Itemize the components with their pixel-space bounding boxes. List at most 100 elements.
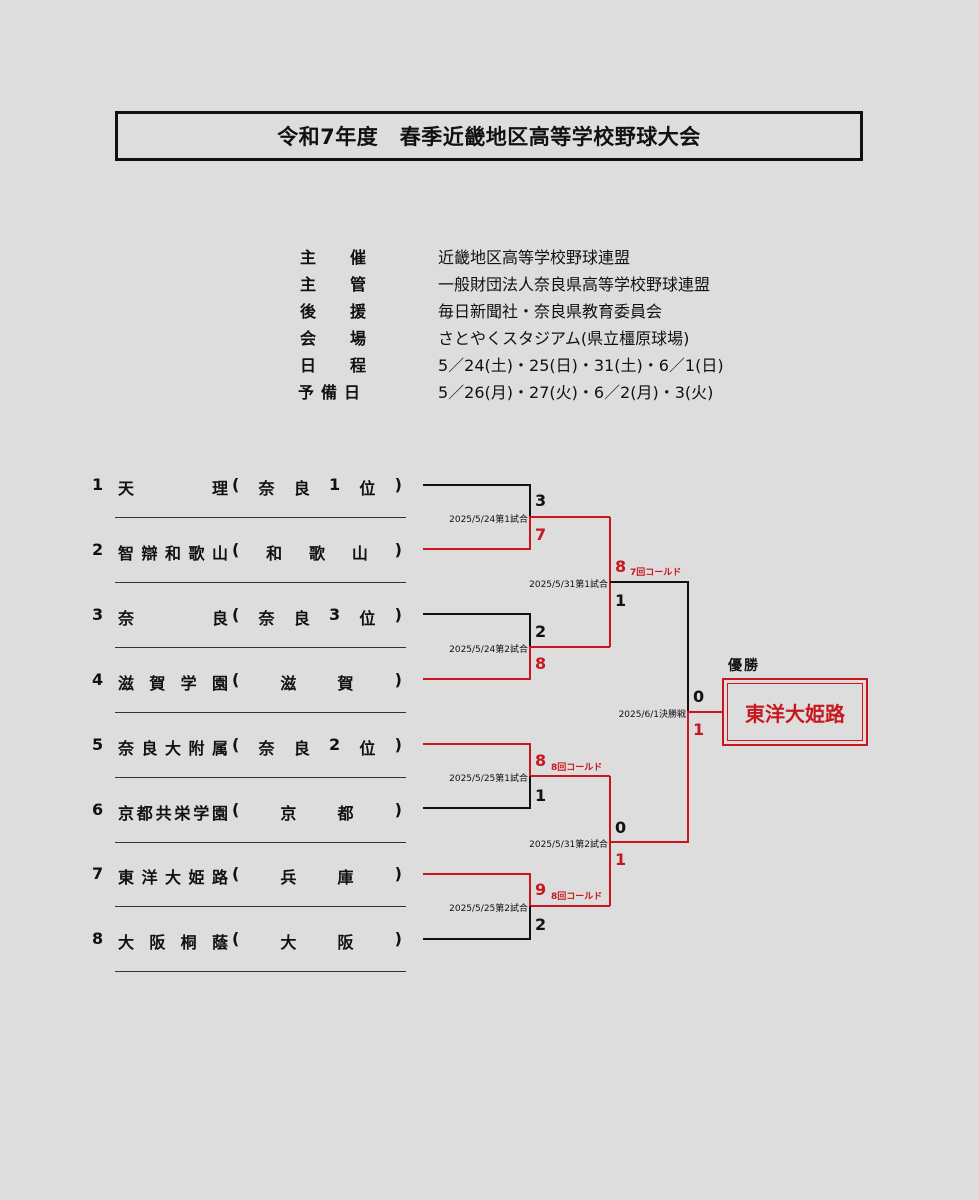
score-m1-top: 3	[535, 491, 547, 510]
team-prefecture: ( 和 歌 山)	[232, 540, 402, 564]
info-label-char: 日	[343, 383, 360, 402]
team-pref-char: (	[232, 475, 240, 494]
score-sf1-bottom: 1	[615, 591, 627, 610]
team-seed: 2	[92, 539, 104, 559]
team-prefecture: (滋賀)	[232, 670, 402, 694]
team-pref-char: )	[394, 475, 402, 494]
team-name-char: 洋	[141, 868, 158, 888]
team-name-char: 蔭	[211, 933, 228, 953]
score-final-top: 0	[693, 687, 705, 706]
team-name-char: 園	[211, 803, 228, 823]
note-m4: 8回コールド	[551, 892, 603, 902]
team-pref-char: 大	[280, 933, 297, 953]
team-name: 奈良	[118, 605, 228, 629]
line-team3	[423, 613, 531, 647]
team-name-char: 天	[118, 479, 135, 498]
team-name-char: 大	[164, 738, 181, 758]
team-name-char: 和	[164, 543, 181, 563]
score-m3-bottom: 1	[535, 786, 547, 805]
team-pref-char: 都	[337, 803, 354, 823]
team-underline	[115, 776, 406, 778]
line-team1	[423, 484, 531, 517]
info-row: 後援毎日新聞社・奈良県教育委員会	[290, 298, 790, 324]
team-pref-char: (	[232, 539, 240, 559]
team-pref-char: 奈	[258, 738, 275, 758]
info-value: 5／24(土)・25(日)・31(土)・6／1(日)	[438, 356, 724, 375]
match-label-m2: 2025/5/24第2試合	[449, 645, 528, 655]
info-value: 5／26(月)・27(火)・6／2(月)・3(火)	[438, 383, 714, 402]
team-pref-char: (	[232, 604, 240, 624]
team-seed: 4	[92, 669, 104, 689]
team-seed: 3	[92, 604, 104, 624]
team-name-char: 辯	[141, 543, 158, 563]
team-pref-char: 庫	[337, 868, 354, 888]
match-label-m4: 2025/5/25第2試合	[449, 904, 528, 914]
match-label-m3: 2025/5/25第1試合	[449, 774, 528, 784]
team-pref-char: 良	[293, 608, 310, 628]
line-team8	[423, 906, 531, 940]
team-name-char: 都	[136, 803, 153, 823]
match-label-m1: 2025/5/24第1試合	[449, 515, 528, 525]
team-prefecture: (京都)	[232, 800, 402, 824]
team-pref-char: 和	[266, 543, 283, 563]
score-sf1-top: 8	[615, 557, 627, 576]
info-label-char: 主	[300, 248, 317, 267]
score-m3-top: 8	[535, 751, 547, 770]
line-team7	[423, 873, 610, 907]
team-name-char: 東	[118, 868, 135, 888]
info-label-char: 後	[300, 302, 317, 321]
team-row: 2 智辯和歌山( 和 歌 山)	[92, 540, 412, 570]
team-pref-char: )	[394, 864, 402, 884]
team-pref-char: 滋	[280, 673, 297, 693]
team-name-char: 奈	[118, 738, 135, 758]
team-name-char: 阪	[149, 933, 166, 953]
team-underline	[115, 906, 406, 908]
info-label: 会場	[300, 325, 366, 349]
team-name-char: 学	[180, 673, 197, 693]
info-label-char: 予	[298, 383, 315, 402]
info-label-char: 援	[349, 302, 366, 321]
team-pref-char: 山	[351, 543, 368, 563]
match-label-final: 2025/6/1決勝戦	[618, 710, 686, 720]
line-team2	[423, 516, 610, 550]
info-label: 主管	[300, 271, 366, 295]
team-name-char: 園	[211, 673, 228, 693]
team-pref-char: 兵	[280, 868, 297, 888]
team-name: 奈良大附属	[118, 735, 228, 759]
team-name: 智辯和歌山	[118, 540, 228, 564]
info-label-char: 備	[320, 383, 337, 402]
score-sf2-top: 0	[615, 818, 627, 837]
team-seed: 7	[92, 864, 104, 884]
team-name-char: 姫	[188, 868, 205, 888]
champion-label: 優勝	[728, 658, 760, 674]
score-m4-bottom: 2	[535, 915, 547, 934]
team-pref-char: 良	[293, 738, 310, 758]
team-pref-char: (	[232, 799, 240, 819]
score-m2-top: 2	[535, 622, 547, 641]
score-m4-top: 9	[535, 880, 547, 899]
info-row: 主催近畿地区高等学校野球連盟	[290, 244, 790, 270]
team-pref-char: )	[394, 929, 402, 949]
team-name: 東洋大姫路	[118, 864, 228, 888]
team-pref-char: 歌	[308, 543, 325, 563]
info-value: 毎日新聞社・奈良県教育委員会	[438, 302, 663, 321]
team-name-char: 属	[211, 738, 228, 758]
info-label: 後援	[300, 298, 366, 322]
info-label-char: 催	[349, 248, 366, 267]
info-label-char: 程	[349, 356, 366, 375]
team-pref-char: (	[232, 734, 240, 754]
info-value: さとやくスタジアム(県立橿原球場)	[438, 329, 690, 348]
team-pref-char: )	[394, 604, 402, 624]
team-pref-char: )	[394, 539, 402, 559]
info-label-char: 会	[300, 329, 317, 348]
team-name-char: 良	[211, 608, 228, 628]
team-pref-char: 3	[329, 604, 341, 624]
line-sf1-out	[610, 581, 689, 712]
team-name-char: 滋	[118, 673, 135, 693]
